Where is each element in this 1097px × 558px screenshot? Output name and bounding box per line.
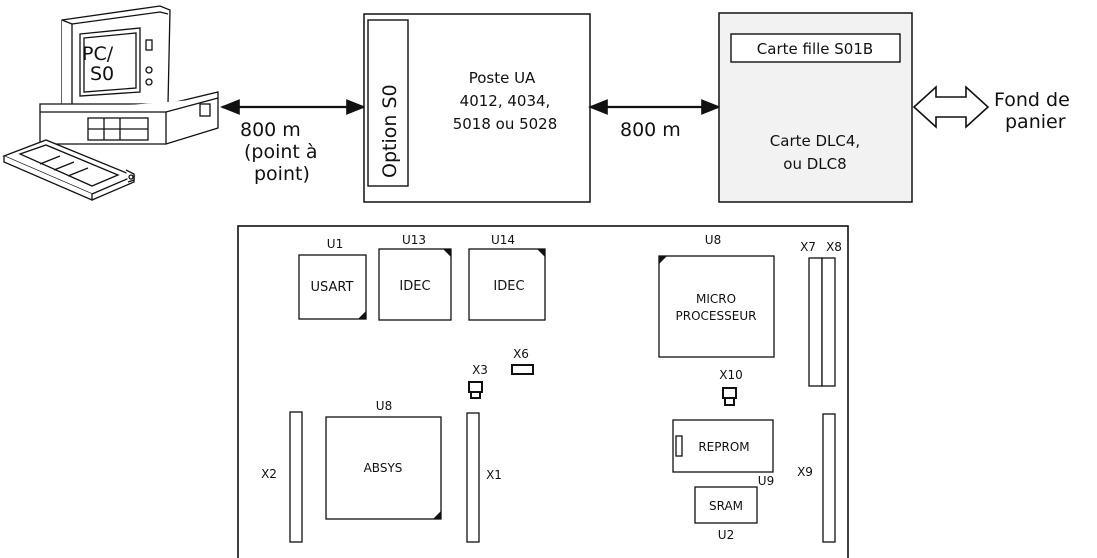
sram-chip: [694, 486, 758, 524]
reprom-chip: [672, 419, 774, 473]
sram-name: SRAM: [709, 499, 743, 513]
u1-name: USART: [311, 280, 354, 295]
x8-label: X8: [826, 240, 842, 254]
x1-connector: [466, 412, 480, 543]
x10-label: X10: [719, 368, 743, 382]
reprom-name: REPROM: [698, 440, 749, 454]
pc-label-2: S0: [90, 63, 114, 85]
backplane-double-arrow-icon: [912, 85, 990, 129]
backplane-line-2: panier: [1005, 111, 1066, 133]
link2-distance: 800 m: [620, 119, 681, 141]
u8-bottom-ref: U8: [376, 399, 392, 413]
reprom-ref: U9: [758, 474, 774, 488]
u8-bottom-name: ABSYS: [364, 461, 403, 475]
link1-distance: 800 m: [240, 119, 301, 141]
sram-ref: U2: [718, 528, 734, 542]
x3-label: X3: [472, 363, 488, 377]
microprocessor-chip: [658, 255, 775, 358]
daughter-card-label: Carte fille S01B: [757, 40, 873, 58]
x9-connector: [822, 413, 836, 543]
u13-name: IDEC: [399, 279, 430, 294]
u13-ref: U13: [402, 233, 426, 247]
x6-connector: [511, 364, 534, 375]
option-s0-box: [367, 19, 409, 187]
u8-top-name-1: MICRO: [696, 292, 736, 306]
u1-chip: [298, 254, 367, 320]
card-line-2: ou DLC8: [783, 155, 846, 173]
daughter-card-box: [730, 33, 901, 63]
option-s0-label: Option S0: [379, 84, 401, 178]
x8-connector: [821, 257, 836, 387]
x9-label: X9: [797, 465, 813, 479]
poste-line-2: 4012, 4034,: [460, 92, 551, 110]
x2-connector: [289, 411, 303, 543]
u14-name: IDEC: [493, 279, 524, 294]
u14-ref: U14: [491, 233, 515, 247]
x3-connector: [468, 381, 483, 393]
reprom-notch: [675, 435, 683, 457]
x7-connector: [808, 257, 823, 387]
backplane-line-1: Fond de: [994, 89, 1070, 111]
x7-label: X7: [800, 240, 816, 254]
card-line-1: Carte DLC4,: [770, 132, 860, 150]
x10-connector: [722, 387, 737, 399]
poste-line-3: 5018 ou 5028: [453, 115, 558, 133]
absys-chip: [325, 416, 442, 520]
x1-label: X1: [486, 468, 502, 482]
u14-chip: [468, 248, 546, 321]
u13-chip: [378, 248, 452, 321]
u1-ref: U1: [327, 237, 343, 251]
pc-label-1: PC/: [82, 43, 114, 65]
link1-note-1: (point à: [244, 141, 318, 163]
u8-top-ref: U8: [705, 233, 721, 247]
pc-computer-icon: [2, 5, 219, 201]
x2-label: X2: [261, 467, 277, 481]
x6-label: X6: [513, 347, 529, 361]
u8-top-name-2: PROCESSEUR: [676, 309, 757, 323]
link1-note-2: point): [254, 163, 310, 185]
poste-line-1: Poste UA: [469, 69, 536, 87]
